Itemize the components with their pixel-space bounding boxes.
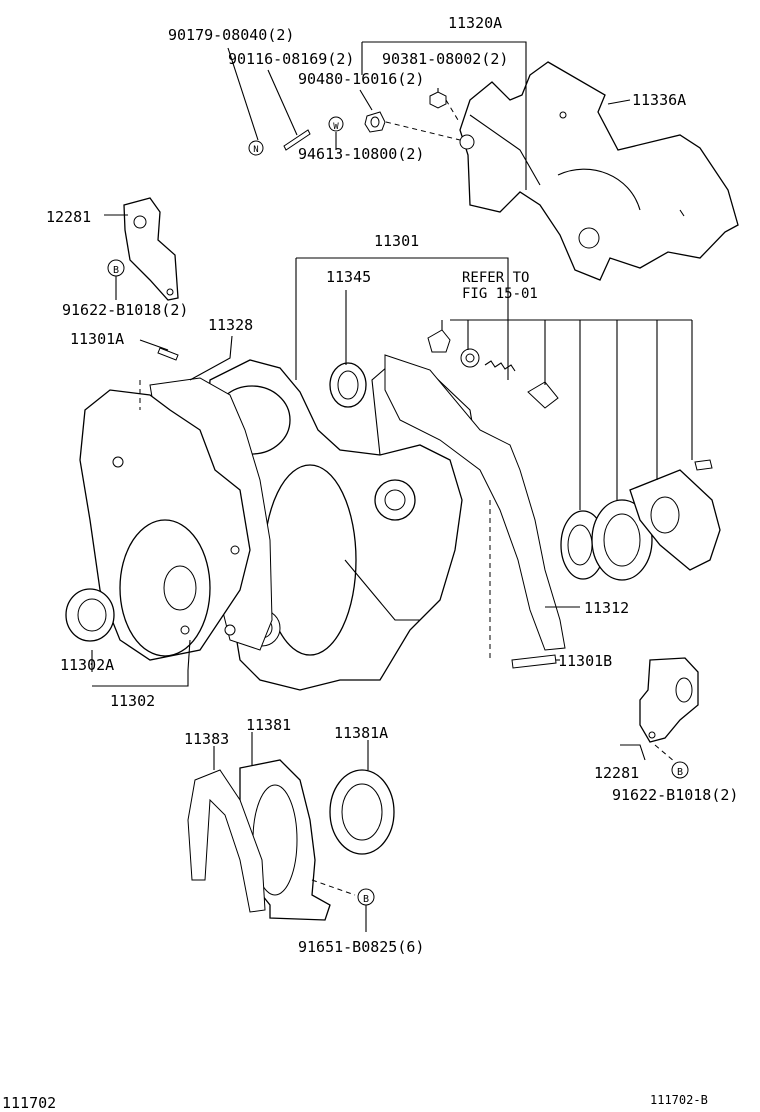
symbol-n: N	[253, 145, 258, 155]
footer-code-right: 111702-B	[650, 1093, 708, 1107]
label-11381: 11381	[246, 716, 291, 734]
timing-cover-plate-11336a	[459, 61, 739, 281]
relief-valve-parts	[427, 329, 713, 471]
label-91651-b0825: 91651-B0825(6)	[298, 938, 424, 956]
label-90381-08002: 90381-08002(2)	[382, 50, 508, 68]
label-11301: 11301	[374, 232, 419, 250]
label-90116-08169: 90116-08169(2)	[228, 50, 354, 68]
bolt-symbol-b-top: B	[107, 259, 125, 277]
oil-seal-11302a	[65, 588, 115, 642]
label-11345: 11345	[326, 268, 371, 286]
bolt-symbol-b-retainer: B	[357, 888, 375, 906]
label-12281-top: 12281	[46, 208, 91, 226]
label-11381a: 11381A	[334, 724, 388, 742]
footer-code-left: 111702	[2, 1094, 56, 1112]
svg-text:B: B	[363, 894, 369, 905]
oil-pump-rotors	[560, 499, 653, 581]
engine-hanger-bracket-bottom	[639, 657, 699, 743]
label-11383: 11383	[184, 730, 229, 748]
label-11301a: 11301A	[70, 330, 124, 348]
label-90179-08040: 90179-08040(2)	[168, 26, 294, 44]
gasket-11312	[384, 354, 566, 651]
oil-seal-11345	[329, 362, 367, 408]
symbol-w: W	[333, 122, 339, 132]
label-11302a: 11302A	[60, 656, 114, 674]
label-94613-10800: 94613-10800(2)	[298, 145, 424, 163]
label-11336a: 11336A	[632, 91, 686, 109]
label-11328: 11328	[208, 316, 253, 334]
label-refer-line2: FIG 15-01	[462, 286, 538, 302]
label-11302: 11302	[110, 692, 155, 710]
washer-94613: W	[328, 116, 344, 132]
collar-90381	[364, 111, 386, 133]
label-91622-b1018-top: 91622-B1018(2)	[62, 301, 188, 319]
svg-text:B: B	[677, 767, 683, 778]
label-91622-b1018-bottom: 91622-B1018(2)	[612, 786, 738, 804]
label-refer-line1: REFER TO	[462, 270, 529, 286]
gasket-11383	[187, 769, 266, 913]
oil-seal-11381a	[329, 769, 395, 855]
oil-pump-cover	[629, 469, 721, 571]
label-11301b: 11301B	[558, 652, 612, 670]
label-11320a: 11320A	[448, 14, 502, 32]
engine-hanger-bracket-top	[123, 197, 179, 301]
bolt-symbol-b-bottom: B	[671, 761, 689, 779]
bolt-90480	[429, 88, 447, 109]
label-11312: 11312	[584, 599, 629, 617]
stud-11301b	[511, 654, 557, 669]
svg-text:B: B	[113, 265, 119, 276]
stud-90116	[283, 129, 311, 151]
nut-90179: N	[248, 140, 264, 156]
label-12281-bottom: 12281	[594, 764, 639, 782]
front-cover-plate-11302	[79, 389, 251, 661]
dowel-pin-11301a	[157, 347, 179, 361]
label-90480-16016: 90480-16016(2)	[298, 70, 424, 88]
